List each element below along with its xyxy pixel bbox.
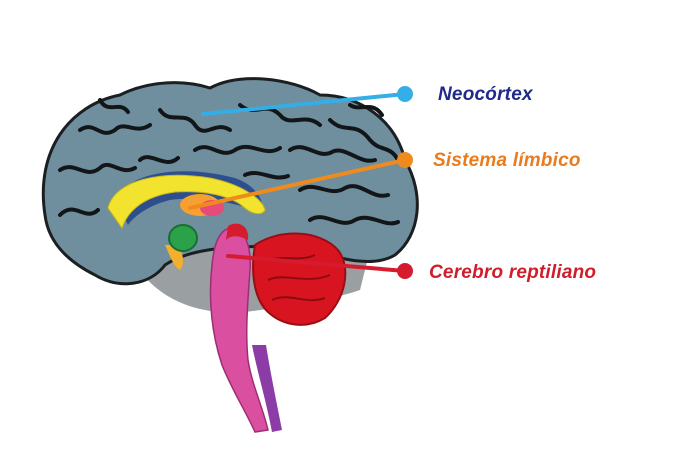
neocortex-pointer-dot <box>397 86 413 102</box>
neocortex-pointer-line <box>201 92 407 116</box>
reptilian-brain-label: Cerebro reptiliano <box>429 262 597 283</box>
limbic-pointer-dot <box>397 152 413 168</box>
neocortex-label: Neocórtex <box>438 84 533 105</box>
amygdala <box>168 224 198 252</box>
limbic-pointer-line <box>188 158 407 210</box>
spinal-cord <box>252 345 282 432</box>
limbic-system-label: Sistema límbico <box>433 150 581 171</box>
reptilian-pointer-dot <box>397 263 413 279</box>
cortex-folds <box>58 98 400 226</box>
fornix <box>107 174 266 230</box>
midbrain <box>226 223 249 240</box>
reptilian-pointer-line <box>226 254 407 273</box>
brainstem <box>209 227 269 433</box>
